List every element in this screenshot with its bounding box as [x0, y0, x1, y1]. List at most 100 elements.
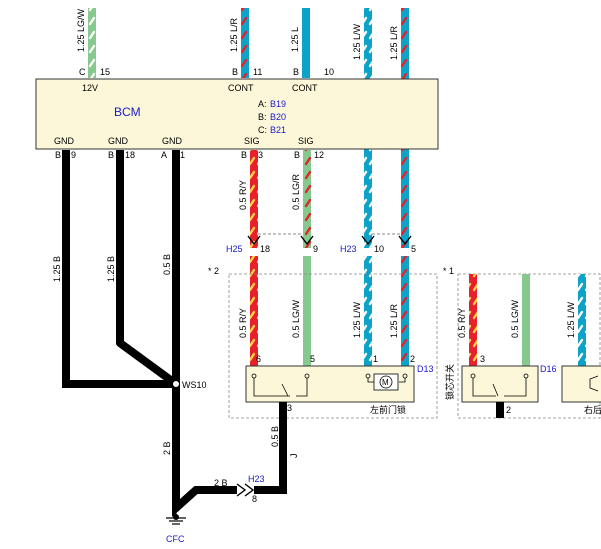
top-wire-label: 1.25 L/W	[352, 23, 362, 60]
h25-connector	[247, 233, 314, 246]
h25-pin: 9	[313, 244, 318, 254]
lock-pin: 2	[410, 354, 415, 364]
gnd-wire-2	[116, 150, 179, 388]
h23-connector-top	[361, 233, 412, 246]
right-wire-lgw	[522, 274, 530, 366]
top-wire-label: 1.25 L	[290, 27, 300, 52]
option-box-2	[228, 273, 438, 419]
lock-internal-switches	[251, 373, 408, 397]
h23-bottom-label: H23	[248, 474, 265, 484]
top-wire-lr	[241, 8, 249, 78]
bcm-connector-letter: A:	[258, 99, 267, 109]
top-wire-lgw	[88, 8, 96, 78]
sig-pin-number: 12	[314, 150, 324, 160]
bcm-pin-cont: CONT	[228, 83, 254, 93]
right-pin: 2	[506, 405, 511, 415]
top-wire-l	[302, 8, 310, 78]
lock-wire-lgw	[303, 256, 311, 366]
gnd-wire-label: 1.25 B	[52, 256, 62, 282]
right-wire-label: 1.25 L/W	[566, 301, 576, 338]
gnd-wire-label: 0.5 B	[162, 254, 172, 275]
sig-conn-letter: B	[294, 150, 300, 160]
sig-wire-label: 0.5 LG/R	[291, 173, 301, 210]
h25-pin: 18	[260, 244, 270, 254]
lock-wire-label: 1.25 L/W	[352, 301, 362, 338]
gnd-wire-3	[172, 150, 237, 517]
top-pin-number: 15	[100, 67, 110, 77]
right-wire-label: 0.5 LG/W	[510, 299, 520, 338]
option-mark: * 2	[208, 266, 219, 276]
ground-label: CFC	[166, 534, 185, 544]
bcm-pin-sig: SIG	[244, 136, 260, 146]
sig-conn-letter: B	[241, 150, 247, 160]
ground-wire-label: 2 B	[214, 478, 228, 488]
bcm-pin-gnd: GND	[108, 136, 129, 146]
top-wire-label: 1.25 L/R	[389, 25, 399, 60]
right-ground-stub	[496, 402, 504, 418]
d16-label: D16	[540, 364, 557, 374]
gnd-wire-1	[62, 150, 176, 388]
lock-wire-label: 0.5 LG/W	[291, 299, 301, 338]
top-wire-label: 1.25 L/R	[229, 17, 239, 52]
h23-top-label: H23	[340, 244, 357, 254]
h23-connector-bottom	[236, 483, 255, 497]
top-conn-letter: C	[79, 67, 86, 77]
top-conn-letter: B	[232, 67, 238, 77]
option-mark: * 1	[443, 266, 454, 276]
splice-label: WS10	[182, 380, 207, 390]
right-wire-ry	[469, 274, 477, 366]
sig-wire-ry-upper	[250, 150, 258, 248]
lock-pin: 6	[256, 354, 261, 364]
sig-wire-lgr-upper	[303, 150, 311, 248]
h23-top-pin: 10	[374, 244, 384, 254]
lock-core-switch-label: 锁芯开关	[444, 364, 456, 400]
ground-symbol	[166, 512, 186, 525]
splice-ws10	[172, 380, 180, 388]
lock-wire-lr	[401, 256, 409, 366]
lock-wire-label: 0.5 R/Y	[238, 308, 248, 338]
h23-top-pin: 5	[411, 244, 416, 254]
right-rear-module-partial	[561, 365, 601, 403]
bcm-connector-id: B21	[270, 125, 286, 135]
h23-bottom-pin: 8	[252, 494, 257, 504]
h25-label: H25	[226, 244, 243, 254]
bcm-module	[35, 78, 439, 150]
lock-wire-label: 1.25 L/R	[389, 303, 399, 338]
bcm-pin-sig: SIG	[298, 136, 314, 146]
gnd-pin-number: 1	[180, 150, 185, 160]
gnd-conn-letter: A	[161, 150, 167, 160]
right-wire-lw	[578, 274, 586, 366]
motor-icon	[373, 373, 399, 391]
joint-label: J	[289, 454, 299, 459]
bcm-pin-cont: CONT	[292, 83, 318, 93]
top-wire-label: 1.25 LG/W	[76, 8, 86, 52]
gnd-pin-number: 18	[125, 150, 135, 160]
bcm-pin-12v: 12V	[82, 83, 98, 93]
top-pin-number: 11	[253, 67, 262, 77]
speaker-icon	[589, 375, 599, 392]
gnd-pin-number: 9	[71, 150, 76, 160]
lock-wire-ry	[250, 256, 258, 366]
lock-out-pin: 3	[287, 403, 292, 413]
door-lock-label: 左前门锁	[370, 404, 406, 416]
sig-pin-number: 3	[258, 150, 263, 160]
top-pin-number: 10	[324, 67, 334, 77]
gnd-wire-label: 1.25 B	[106, 256, 116, 282]
bcm-pin-gnd: GND	[54, 136, 75, 146]
bcm-title: BCM	[114, 105, 141, 119]
right-pin: 3	[480, 354, 485, 364]
bcm-connector-id: B20	[270, 112, 286, 122]
right-rear-label: 右后	[584, 404, 601, 416]
bcm-connector-id: B19	[270, 99, 286, 109]
bcm-pin-gnd: GND	[162, 136, 183, 146]
bcm-connector-letter: B:	[258, 112, 267, 122]
top-conn-letter: B	[293, 67, 299, 77]
right-wire-label: 0.5 R/Y	[457, 308, 467, 338]
splice-wire-label: 2 B	[162, 441, 172, 455]
bcm-connector-letter: C:	[258, 125, 267, 135]
lock-out-wire-label: 0.5 B	[270, 426, 280, 447]
lock-pin: 1	[373, 354, 378, 364]
gnd-conn-letter: B	[55, 150, 61, 160]
lock-wire-lw	[364, 256, 372, 366]
